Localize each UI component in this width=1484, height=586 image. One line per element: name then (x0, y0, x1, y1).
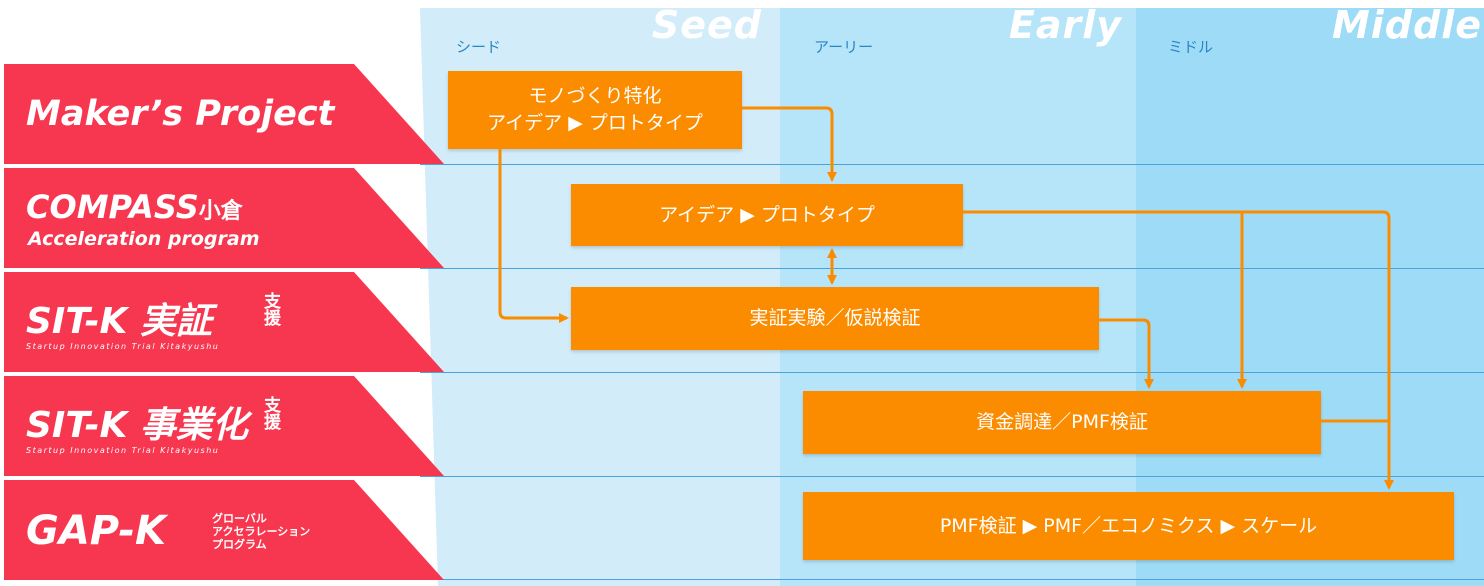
row-divider (420, 372, 1484, 373)
program-name-main: COMPASS (26, 188, 199, 226)
program-description-line: グローバル (212, 512, 267, 525)
task-box-line: PMF検証 ▶ PMF／エコノミクス ▶ スケール (939, 514, 1318, 537)
task-box-line: 実証実験／仮説検証 (749, 307, 921, 329)
row-divider (420, 164, 1484, 165)
stage-label-early-en: Early (1008, 3, 1122, 47)
task-box-line: 資金調達／PMF検証 (976, 411, 1148, 433)
task-box-line: アイデア ▶ プロトタイプ (659, 203, 875, 226)
program-name: SIT-K 事業化 (26, 405, 248, 446)
arrow-compass-to-business (963, 210, 1394, 490)
task-box-maker-prototype: モノづくり特化 アイデア ▶ プロトタイプ (448, 71, 742, 149)
program-badge-top: 支 (264, 292, 281, 312)
program-badge: 支 援 (264, 294, 281, 328)
stage-label-seed-en: Seed (651, 3, 762, 47)
task-box-line: モノづくり特化 (528, 85, 662, 107)
stage-label-middle-en: Middle (1331, 3, 1482, 47)
row-divider (420, 579, 1484, 580)
task-box-sitk-funding-pmf: 資金調達／PMF検証 (803, 391, 1321, 454)
program-badge-bottom: 援 (264, 413, 281, 433)
stage-label-middle-jp: ミドル (1168, 38, 1214, 56)
program-name-suffix: 小倉 (198, 199, 243, 224)
program-description: グローバル アクセラレーション プログラム (212, 512, 310, 551)
program-tagline: Startup Innovation Trial Kitakyushu (26, 446, 220, 455)
program-label-sitk-business: SIT-K 事業化 支 援 Startup Innovation Trial K… (4, 376, 444, 476)
program-description-line: プログラム (212, 538, 267, 551)
program-badge: 支 援 (264, 398, 281, 432)
program-name: GAP-K (26, 508, 166, 554)
task-box-compass-prototype: アイデア ▶ プロトタイプ (571, 184, 963, 246)
program-name: COMPASS小倉 (26, 188, 243, 226)
task-box-gapk-scale: PMF検証 ▶ PMF／エコノミクス ▶ スケール (803, 492, 1454, 560)
program-name: Maker’s Project (26, 94, 335, 134)
arrow-maker-to-trial (498, 149, 569, 323)
stage-label-early-jp: アーリー (814, 38, 874, 56)
task-box-line: アイデア ▶ プロトタイプ (487, 112, 703, 134)
program-name: SIT-K 実証 (26, 301, 212, 342)
row-divider (420, 268, 1484, 269)
program-subtitle: Acceleration program (28, 228, 260, 250)
program-badge-top: 支 (264, 396, 281, 416)
program-description-line: アクセラレーション (212, 525, 311, 538)
stage-label-seed-jp: シード (456, 38, 502, 56)
stage-band-middle (1136, 8, 1484, 586)
arrow-trial-to-business (1099, 318, 1154, 389)
row-divider (420, 476, 1484, 477)
program-tagline: Startup Innovation Trial Kitakyushu (26, 342, 220, 351)
arrow-maker-to-compass (742, 106, 837, 182)
task-box-sitk-trial: 実証実験／仮説検証 (571, 287, 1099, 350)
program-badge-bottom: 援 (264, 309, 281, 329)
